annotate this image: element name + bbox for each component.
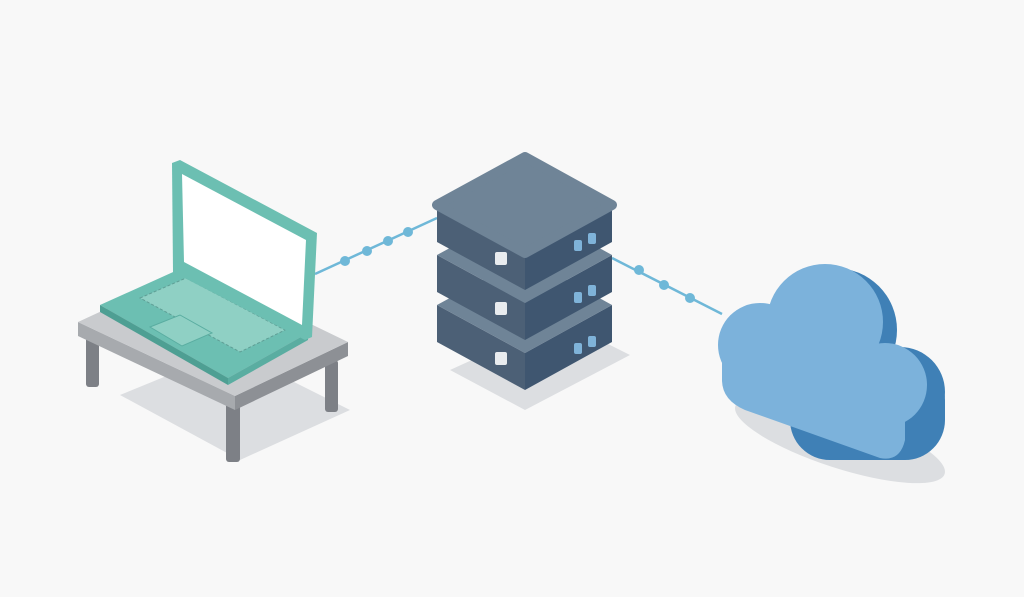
laptop bbox=[100, 160, 317, 385]
keyboard bbox=[138, 277, 287, 353]
cloud bbox=[718, 264, 945, 460]
laptop-screen bbox=[182, 174, 306, 325]
server-stack bbox=[432, 152, 617, 390]
connector-server-cloud bbox=[611, 256, 723, 316]
server-unit-1 bbox=[432, 152, 617, 290]
connector-laptop-server bbox=[314, 216, 438, 276]
touchpad bbox=[148, 314, 214, 347]
